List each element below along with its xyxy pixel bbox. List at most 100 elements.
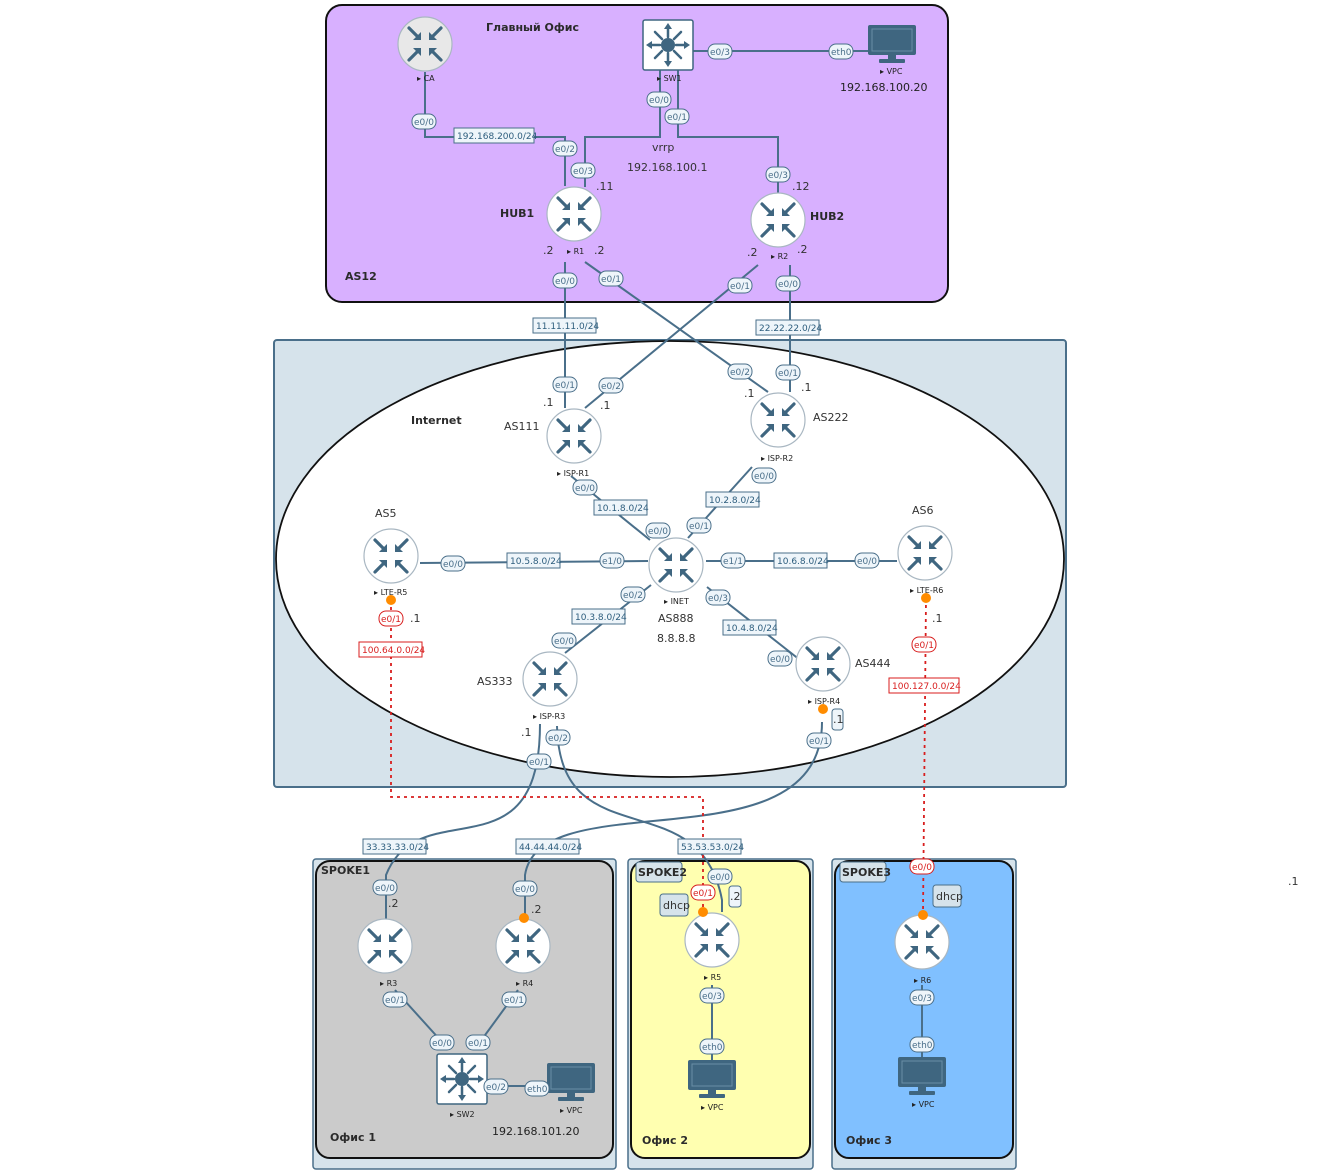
svg-text:e0/1: e0/1 <box>504 996 524 1006</box>
svg-text:e0/0: e0/0 <box>432 1039 452 1049</box>
r3-router-icon[interactable] <box>357 918 413 974</box>
svg-text:10.3.8.0/24: 10.3.8.0/24 <box>575 613 627 623</box>
isp-r2-router-icon[interactable] <box>750 392 806 448</box>
svg-text:e0/0: e0/0 <box>770 655 790 665</box>
svg-text:eth0: eth0 <box>527 1085 548 1095</box>
svg-text:e0/2: e0/2 <box>623 591 643 601</box>
svg-text:e0/1: e0/1 <box>914 641 934 651</box>
main-office-title: Главный Офис <box>486 21 579 34</box>
svg-text:eth0: eth0 <box>702 1043 723 1053</box>
isp-r3-router-icon[interactable] <box>522 651 578 707</box>
lte-r5-label: ▸ LTE-R5 <box>374 588 407 597</box>
svg-text:e0/1: e0/1 <box>689 522 709 532</box>
r4-router-icon[interactable] <box>495 918 551 974</box>
svg-text:e0/0: e0/0 <box>575 484 595 494</box>
svg-text:e0/0: e0/0 <box>515 885 535 895</box>
ca-label: ▸ CA <box>417 74 435 83</box>
inet-router-icon[interactable] <box>648 537 704 593</box>
vpc-main-label: ▸ VPC <box>880 67 903 76</box>
svg-text:e0/2: e0/2 <box>601 382 621 392</box>
r5-router-icon[interactable] <box>684 912 740 968</box>
svg-text:eth0: eth0 <box>831 48 852 58</box>
sw1-switch-icon[interactable] <box>642 19 694 71</box>
ip-suffixes: .11 .12 .2 .2 .2 .2 .1 .1 .1 .1 .1 .1 .1… <box>388 180 1299 916</box>
r1-router-icon[interactable] <box>546 186 602 242</box>
svg-text:.1: .1 <box>744 387 755 400</box>
svg-text:.1: .1 <box>833 713 844 726</box>
svg-text:.2: .2 <box>747 246 758 259</box>
ca-server-icon[interactable] <box>397 16 453 72</box>
isp-r4-router-icon[interactable] <box>795 636 851 692</box>
isp-r1-router-icon[interactable] <box>546 408 602 464</box>
vpc-s3-label: ▸ VPC <box>912 1100 935 1109</box>
svg-text:.2: .2 <box>730 890 741 903</box>
as333-label: AS333 <box>477 675 513 688</box>
svg-text:10.2.8.0/24: 10.2.8.0/24 <box>709 496 761 506</box>
vpc-s1-label: ▸ VPC <box>560 1106 583 1115</box>
as6-label: AS6 <box>912 504 934 517</box>
lte-r5-router-icon[interactable] <box>363 528 419 584</box>
office2-title: Офис 2 <box>642 1134 688 1147</box>
svg-text:e0/0: e0/0 <box>648 527 668 537</box>
svg-text:.2: .2 <box>594 244 605 257</box>
as444-label: AS444 <box>855 657 891 670</box>
svg-text:e0/3: e0/3 <box>708 594 728 604</box>
r5-label: ▸ R5 <box>704 973 721 982</box>
office3-title: Офис 3 <box>846 1134 892 1147</box>
inet-label: ▸ INET <box>664 597 689 606</box>
svg-text:e1/1: e1/1 <box>723 557 743 567</box>
svg-text:e1/0: e1/0 <box>602 557 622 567</box>
svg-text:10.6.8.0/24: 10.6.8.0/24 <box>777 557 829 567</box>
sw2-switch-icon[interactable] <box>436 1053 488 1105</box>
svg-text:e0/3: e0/3 <box>702 992 722 1002</box>
svg-text:e0/0: e0/0 <box>912 863 932 873</box>
sw2-label: ▸ SW2 <box>450 1110 475 1119</box>
svg-text:e0/0: e0/0 <box>857 557 877 567</box>
svg-text:10.5.8.0/24: 10.5.8.0/24 <box>510 557 562 567</box>
svg-text:e0/1: e0/1 <box>730 282 750 292</box>
svg-text:e0/3: e0/3 <box>912 994 932 1004</box>
r3-label: ▸ R3 <box>380 979 397 988</box>
internet-title: Internet <box>411 414 462 427</box>
lte-r6-router-icon[interactable] <box>897 525 953 581</box>
boxed-suffix-r5: .2 <box>728 885 742 908</box>
svg-text:SPOKE1: SPOKE1 <box>321 864 370 877</box>
svg-text:e0/0: e0/0 <box>554 637 574 647</box>
inet-ip: 8.8.8.8 <box>657 632 695 645</box>
r4-label: ▸ R4 <box>516 979 533 988</box>
svg-text:.2: .2 <box>543 244 554 257</box>
svg-text:e0/2: e0/2 <box>730 368 750 378</box>
sw1-label: ▸ SW1 <box>657 74 682 83</box>
svg-text:e0/1: e0/1 <box>381 615 401 625</box>
svg-text:e0/0: e0/0 <box>555 277 575 287</box>
isp-r4-label: ▸ ISP-R4 <box>808 697 840 706</box>
svg-text:.1: .1 <box>1288 875 1299 888</box>
svg-text:e0/1: e0/1 <box>468 1039 488 1049</box>
svg-text:.1: .1 <box>801 381 812 394</box>
as111-label: AS111 <box>504 420 540 433</box>
svg-text:.11: .11 <box>596 180 614 193</box>
svg-text:44.44.44.0/24: 44.44.44.0/24 <box>519 843 582 853</box>
spoke3-area <box>834 860 1014 1159</box>
vpc-main-ip: 192.168.100.20 <box>840 81 927 94</box>
spoke3-tag: SPOKE3 <box>839 861 891 883</box>
dhcp-tag-r5: dhcp <box>659 893 690 917</box>
r6-router-icon[interactable] <box>894 914 950 970</box>
svg-text:e0/3: e0/3 <box>573 167 593 177</box>
svg-text:e0/2: e0/2 <box>486 1083 506 1093</box>
svg-text:e0/2: e0/2 <box>548 734 568 744</box>
svg-text:e0/0: e0/0 <box>443 560 463 570</box>
svg-text:e0/3: e0/3 <box>710 48 730 58</box>
svg-text:e0/1: e0/1 <box>555 381 575 391</box>
vrrp-ip: 192.168.100.1 <box>627 161 707 174</box>
svg-text:53.53.53.0/24: 53.53.53.0/24 <box>681 843 744 853</box>
svg-text:10.4.8.0/24: 10.4.8.0/24 <box>726 624 778 634</box>
svg-text:33.33.33.0/24: 33.33.33.0/24 <box>366 843 429 853</box>
r6-label: ▸ R6 <box>914 976 931 985</box>
spoke2-tag: SPOKE2 <box>635 861 687 883</box>
isp-r3-label: ▸ ISP-R3 <box>533 712 565 721</box>
isp-r1-label: ▸ ISP-R1 <box>557 469 589 478</box>
spoke1-tag: SPOKE1 <box>321 864 370 877</box>
r2-router-icon[interactable] <box>750 192 806 248</box>
